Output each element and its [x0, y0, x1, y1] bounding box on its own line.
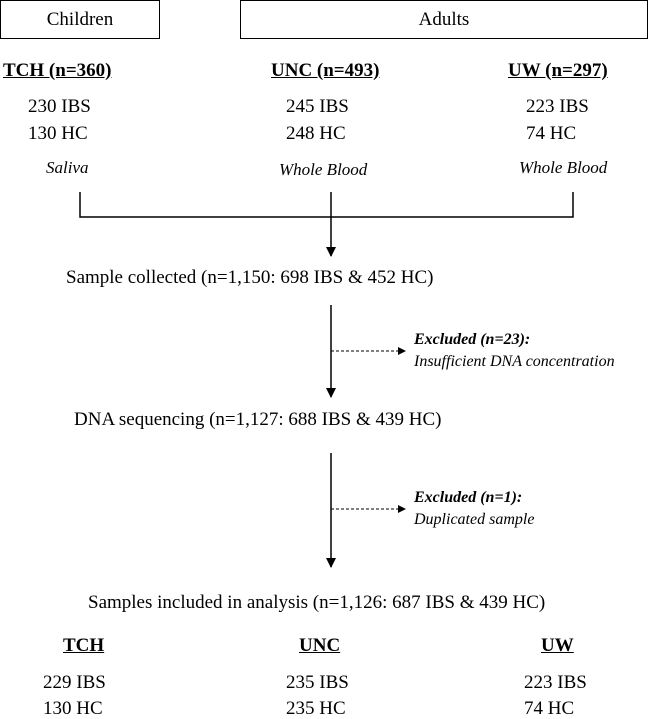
site-unc-name: UNC (n=493) [271, 60, 380, 81]
site-uw-ibs: 223 IBS [526, 96, 589, 117]
site-unc-hc: 248 HC [286, 123, 346, 144]
merge-bracket [79, 192, 574, 218]
site-unc-ibs: 245 IBS [286, 96, 349, 117]
final-unc-ibs: 235 IBS [286, 672, 349, 693]
children-group-label: Children [46, 8, 114, 30]
final-uw-name: UW [541, 635, 574, 656]
step-dna-sequencing: DNA sequencing (n=1,127: 688 IBS & 439 H… [74, 409, 442, 430]
exclusion-1-reason: Insufficient DNA concentration [414, 353, 615, 370]
final-unc-hc: 235 HC [286, 698, 346, 719]
site-unc-sample: Whole Blood [279, 160, 368, 179]
exclusion-1-title: Excluded (n=23): [414, 331, 531, 348]
children-group-box: Children [0, 0, 160, 39]
site-uw-sample: Whole Blood [519, 158, 608, 177]
final-tch-hc: 130 HC [43, 698, 103, 719]
exclusion-2-reason: Duplicated sample [414, 511, 535, 528]
adults-group-box: Adults [240, 0, 648, 39]
step-sample-collected: Sample collected (n=1,150: 698 IBS & 452… [66, 267, 434, 288]
final-tch-ibs: 229 IBS [43, 672, 106, 693]
site-tch-hc: 130 HC [28, 123, 88, 144]
site-uw-name: UW (n=297) [508, 60, 608, 81]
site-tch-sample: Saliva [46, 158, 89, 177]
final-unc-name: UNC [299, 635, 341, 656]
final-tch-name: TCH [63, 635, 105, 656]
adults-group-label: Adults [418, 8, 470, 30]
step-samples-included: Samples included in analysis (n=1,126: 6… [88, 592, 546, 613]
site-uw-hc: 74 HC [526, 123, 577, 144]
exclusion-2-title: Excluded (n=1): [414, 489, 523, 506]
final-uw-hc: 74 HC [524, 698, 575, 719]
site-tch-ibs: 230 IBS [28, 96, 91, 117]
site-tch-name: TCH (n=360) [3, 60, 112, 81]
final-uw-ibs: 223 IBS [524, 672, 587, 693]
